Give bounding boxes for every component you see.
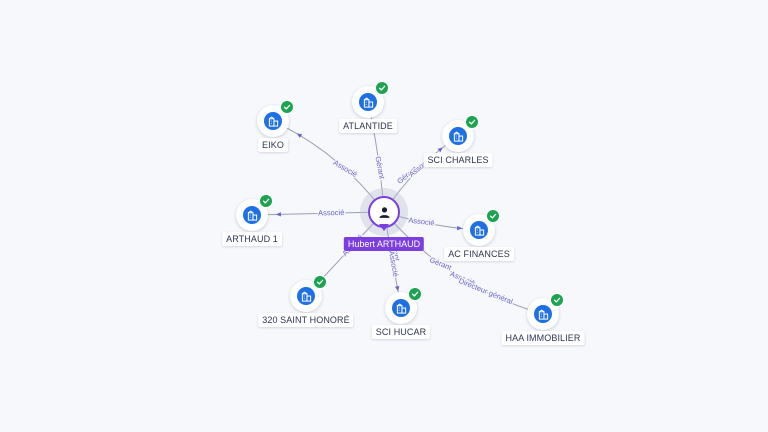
check-icon xyxy=(468,119,476,125)
verified-badge xyxy=(280,100,294,114)
check-icon xyxy=(489,213,497,219)
verified-badge xyxy=(259,194,273,208)
verified-badge xyxy=(313,275,327,289)
check-icon xyxy=(283,104,291,110)
building-icon xyxy=(268,115,278,127)
company-label-sci-hucar[interactable]: SCI HUCAR xyxy=(371,325,431,339)
company-node-ac-finances[interactable] xyxy=(463,209,500,246)
center-pin xyxy=(379,224,389,231)
company-label-eiko[interactable]: EIKO xyxy=(258,138,288,152)
edge-label-ac-finances-0: Associé xyxy=(408,216,435,228)
verified-badge xyxy=(550,293,564,307)
company-node-320-saint-honore[interactable] xyxy=(290,275,327,312)
company-icon-circle xyxy=(359,93,377,111)
building-icon xyxy=(247,209,257,221)
building-icon xyxy=(474,224,484,236)
company-node-atlantide[interactable] xyxy=(352,81,389,118)
edge-label-eiko-0: Associé xyxy=(332,158,359,179)
company-icon-circle xyxy=(264,112,282,130)
company-node-arthaud-1[interactable] xyxy=(236,194,273,231)
edge-label-arthaud-1-0: Associé xyxy=(318,208,344,218)
company-label-320-saint-honore[interactable]: 320 SAINT HONORÉ xyxy=(258,313,354,327)
check-icon xyxy=(553,297,561,303)
center-person-label[interactable]: Hubert ARTHAUD xyxy=(343,237,425,251)
company-icon-circle xyxy=(392,299,410,317)
edge-label-atlantide-0: Gérant xyxy=(373,156,386,181)
company-node-sci-charles[interactable] xyxy=(442,115,479,152)
company-label-ac-finances[interactable]: AC FINANCES xyxy=(444,247,514,261)
building-icon xyxy=(538,308,548,320)
edge-arrow-eiko xyxy=(296,133,303,138)
edge-label-haa-immobilier-2: Directeur général xyxy=(457,276,514,306)
company-icon-circle xyxy=(534,305,552,323)
verified-badge xyxy=(408,287,422,301)
company-icon-circle xyxy=(297,287,315,305)
company-label-atlantide[interactable]: ATLANTIDE xyxy=(339,119,397,133)
edge-arrow-arthaud-1 xyxy=(275,212,281,217)
edge-arrow-ac-finances xyxy=(456,225,463,231)
verified-badge xyxy=(486,209,500,223)
edge-arrow-haa-immobilier xyxy=(503,298,509,303)
company-label-arthaud-1[interactable]: ARTHAUD 1 xyxy=(222,232,282,246)
company-label-haa-immobilier[interactable]: HAA IMMOBILIER xyxy=(501,331,585,345)
check-icon xyxy=(316,279,324,285)
check-icon xyxy=(378,85,386,91)
company-icon-circle xyxy=(243,206,261,224)
person-icon xyxy=(378,206,390,218)
verified-badge xyxy=(375,81,389,95)
building-icon xyxy=(453,130,463,142)
center-person-node[interactable] xyxy=(368,196,400,228)
edge-haa-immobilier xyxy=(383,211,544,315)
building-icon xyxy=(363,96,373,108)
check-icon xyxy=(262,198,270,204)
edge-arrow-sci-charles xyxy=(437,147,443,153)
building-icon xyxy=(301,290,311,302)
building-icon xyxy=(396,302,406,314)
company-node-sci-hucar[interactable] xyxy=(385,287,422,324)
verified-badge xyxy=(465,115,479,129)
check-icon xyxy=(411,291,419,297)
company-node-eiko[interactable] xyxy=(257,100,294,137)
edge-arrow-sci-hucar xyxy=(394,285,400,292)
company-node-haa-immobilier[interactable] xyxy=(527,293,564,330)
company-label-sci-charles[interactable]: SCI CHARLES xyxy=(423,153,493,167)
company-icon-circle xyxy=(449,127,467,145)
company-icon-circle xyxy=(470,221,488,239)
